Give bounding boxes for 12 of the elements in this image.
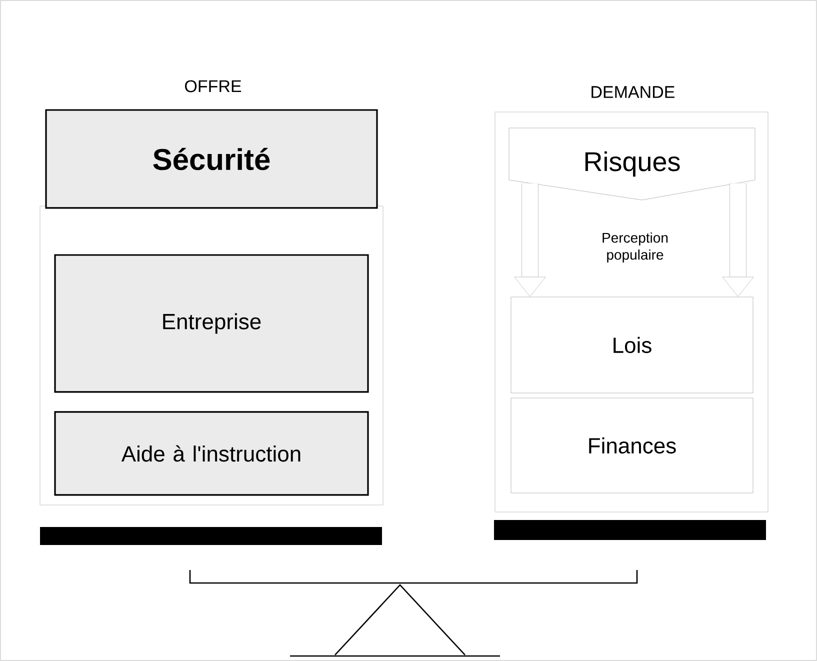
column-heading: DEMANDE [592, 86, 674, 98]
text-box: Lois [510, 296, 754, 394]
text-box: Sécurité [45, 109, 378, 209]
block-arrow [514, 183, 546, 297]
column-frame [494, 112, 768, 512]
pointed-box: Risques [508, 128, 756, 200]
text-box: Finances [510, 398, 754, 494]
text-box: Aide à l'instruction [54, 411, 369, 496]
column-heading: OFFRE [185, 80, 242, 92]
block-arrow [722, 183, 754, 297]
caption-text: Perception populaire [602, 232, 668, 262]
text-box: Entreprise [54, 254, 369, 393]
